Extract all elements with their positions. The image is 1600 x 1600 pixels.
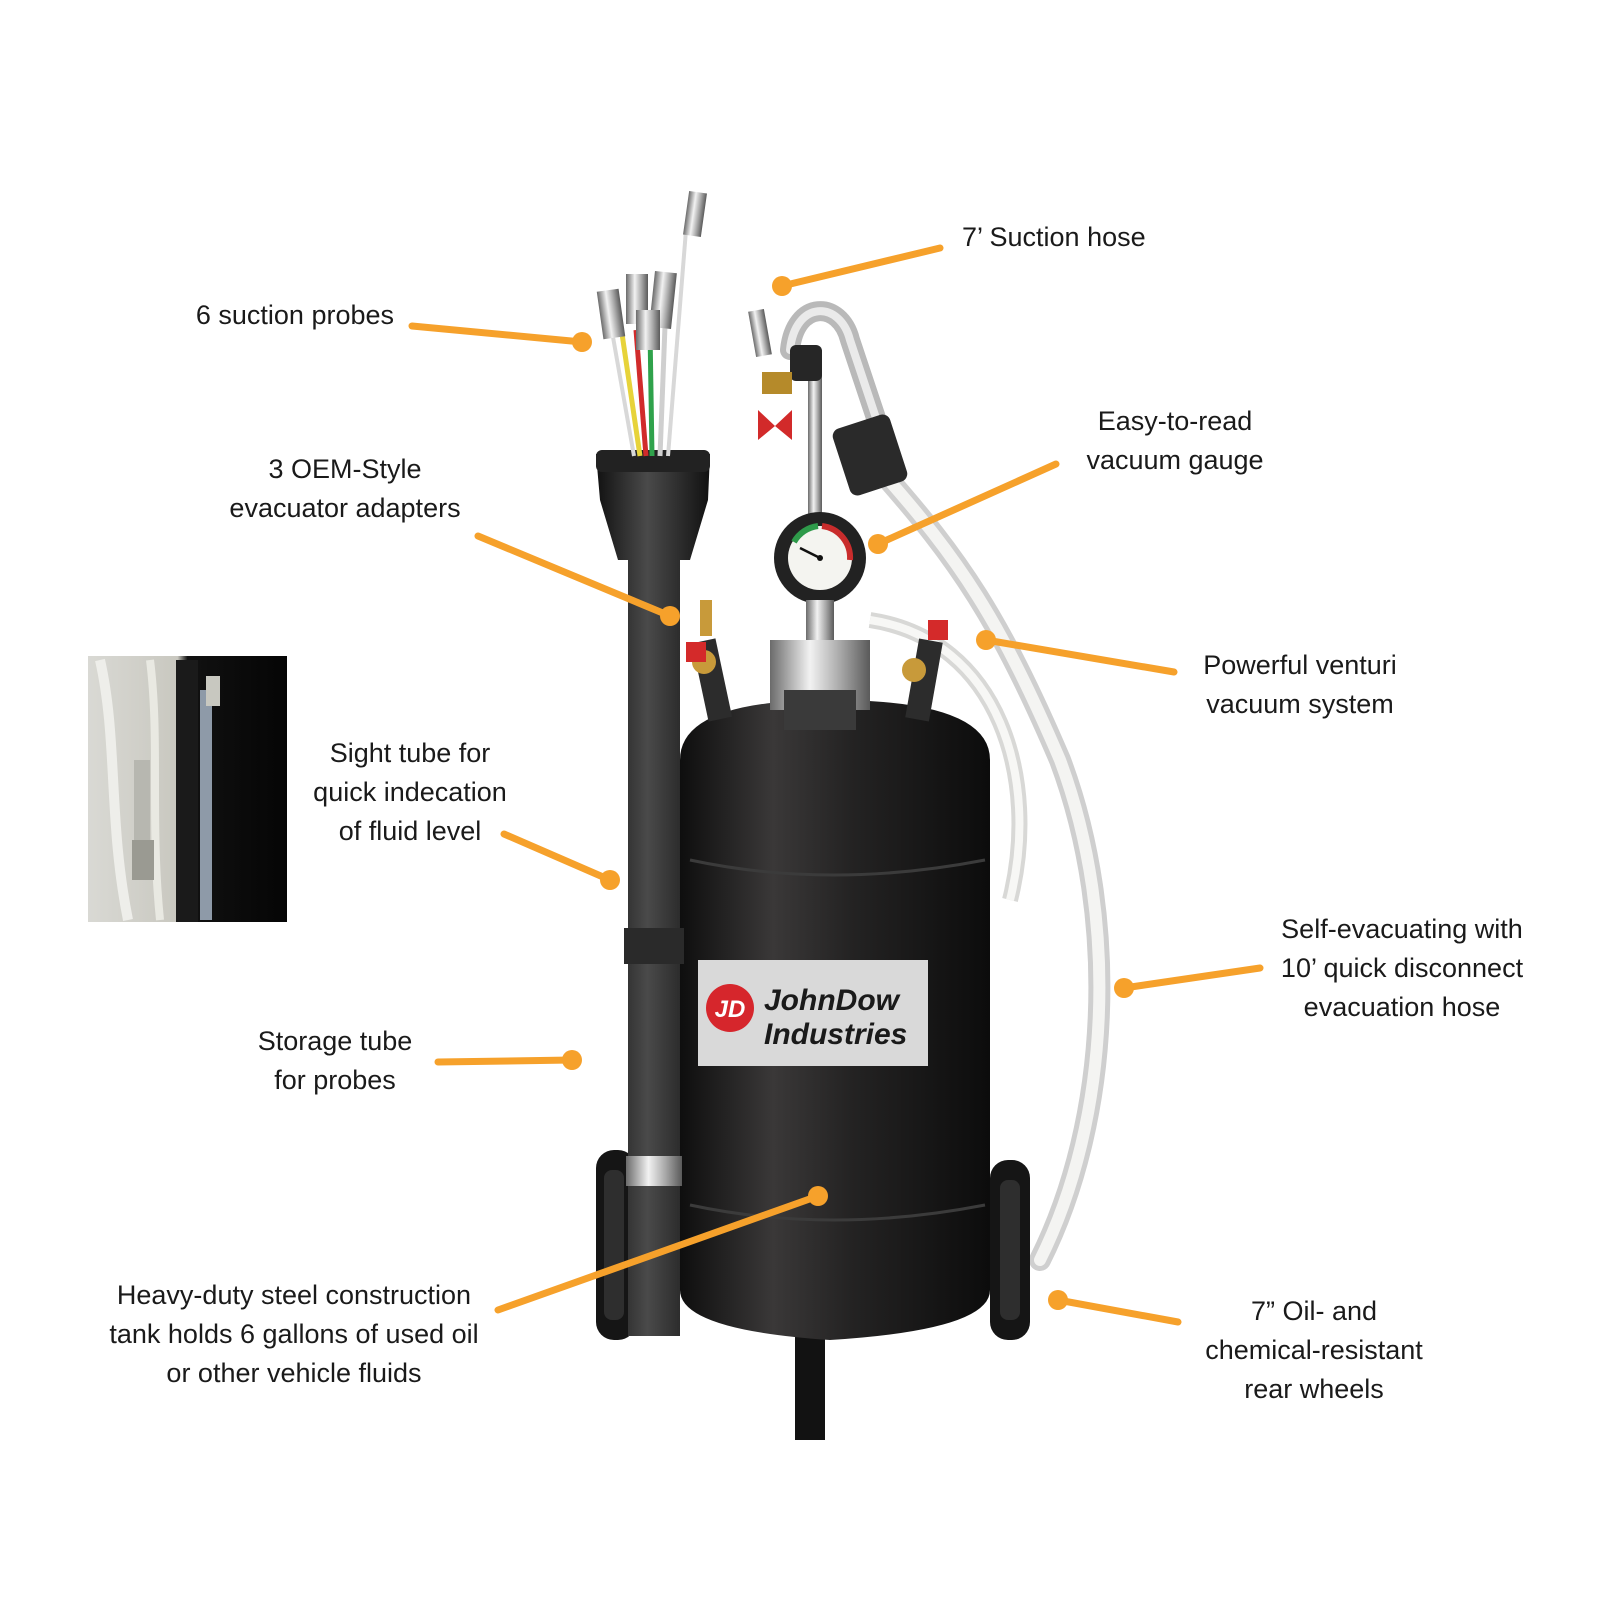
sight-tube-inset-photo <box>88 656 287 922</box>
leader-dot-tank <box>808 1186 828 1206</box>
leader-dot-evacuation-hose <box>1114 978 1134 998</box>
leader-oem-adapters <box>474 532 674 620</box>
leader-dot-oem-adapters <box>660 606 680 626</box>
callout-evacuation-hose: Self-evacuating with 10’ quick disconnec… <box>1280 914 1524 1022</box>
leader-dot-vacuum-gauge <box>868 534 888 554</box>
callout-venturi: Powerful venturi vacuum system <box>1203 650 1397 719</box>
leader-dot-suction-probes <box>572 332 592 352</box>
venturi-assembly <box>748 301 908 650</box>
callout-suction-probes: 6 suction probes <box>195 300 394 330</box>
leader-evacuation-hose <box>1120 964 1264 992</box>
leader-vacuum-gauge <box>874 460 1060 548</box>
leader-suction-hose <box>778 244 944 290</box>
leader-storage-tube <box>434 1056 576 1066</box>
callout-tank: Heavy-duty steel construction tank holds… <box>109 1280 479 1388</box>
callout-rear-wheels: 7” Oil- and chemical-resistant rear whee… <box>1205 1296 1423 1404</box>
suction-probes <box>596 190 707 457</box>
leader-suction-probes <box>408 322 586 346</box>
leader-dot-sight-tube <box>600 870 620 890</box>
callout-sight-tube: Sight tube for quick indecation of fluid… <box>313 738 507 846</box>
brand-name-line1: JohnDow <box>764 984 901 1017</box>
callout-oem-adapters: 3 OEM-Style evacuator adapters <box>229 454 461 523</box>
callout-storage-tube: Storage tube for probes <box>257 1026 413 1095</box>
leader-dot-storage-tube <box>562 1050 582 1070</box>
storage-tube <box>596 450 710 1336</box>
leader-dot-suction-hose <box>772 276 792 296</box>
callout-suction-hose: 7’ Suction hose <box>962 222 1146 252</box>
callout-leader-lines <box>408 244 1264 1326</box>
rear-wheels <box>596 1150 1030 1340</box>
leader-venturi <box>982 636 1178 676</box>
leader-dot-venturi <box>976 630 996 650</box>
leader-tank <box>494 1192 822 1314</box>
evacuation-hose <box>868 459 1111 1271</box>
leader-rear-wheels <box>1054 1296 1182 1326</box>
brand-name-line2: Industries <box>764 1018 907 1051</box>
callout-vacuum-gauge: Easy-to-read vacuum gauge <box>1086 406 1264 475</box>
brand-plate: JD JohnDow Industries <box>698 960 928 1066</box>
vacuum-gauge <box>774 512 866 650</box>
brand-logo-mark: JD <box>715 996 746 1023</box>
leader-sight-tube <box>500 830 614 884</box>
leader-dot-rear-wheels <box>1048 1290 1068 1310</box>
